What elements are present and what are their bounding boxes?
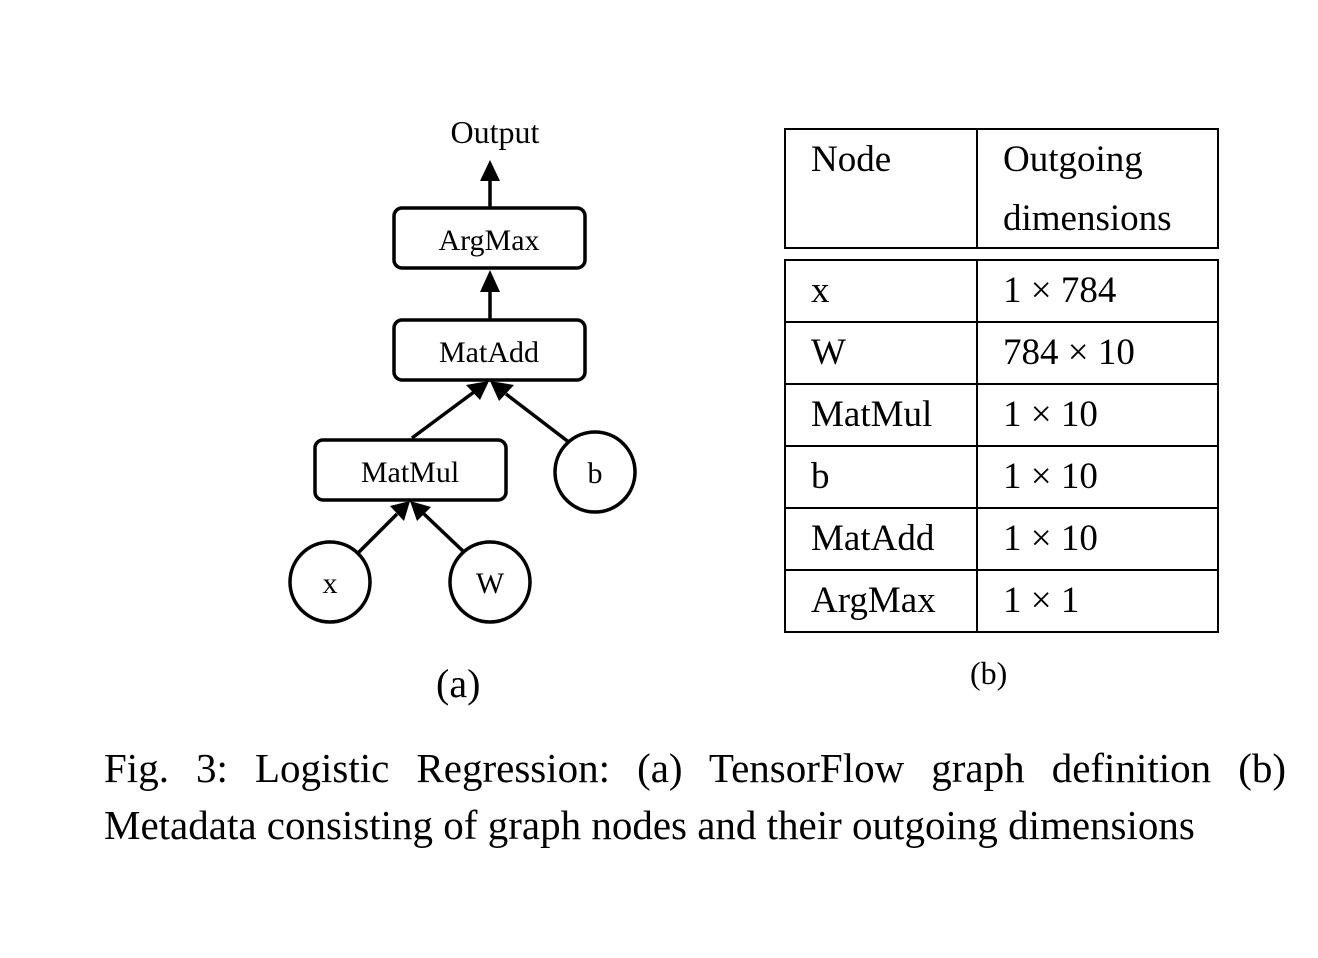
node-w: W <box>448 540 532 624</box>
table-row: x 1 × 784 <box>784 261 1219 323</box>
node-argmax: ArgMax <box>392 206 587 270</box>
cell-node: MatAdd <box>786 509 978 569</box>
header-dimensions: Outgoing dimensions <box>978 130 1217 247</box>
cell-node: x <box>786 261 978 321</box>
header-dimensions-line2: dimensions <box>1003 198 1172 239</box>
node-argmax-label: ArgMax <box>438 224 539 257</box>
node-matmul-box <box>313 438 508 502</box>
figure-caption: Fig. 3: Logistic Regression: (a) TensorF… <box>104 745 1286 848</box>
table-row: MatAdd 1 × 10 <box>784 509 1219 571</box>
table-body: x 1 × 784 W 784 × 10 MatMul 1 × 10 b 1 ×… <box>784 259 1219 633</box>
arrowhead-matmul-left <box>390 501 410 521</box>
subfigure-label-a: (a) <box>436 661 481 706</box>
table-row: W 784 × 10 <box>784 323 1219 385</box>
node-matadd: MatAdd <box>392 318 587 382</box>
header-dimensions-line1: Outgoing <box>1003 139 1143 180</box>
node-x: x <box>288 540 372 624</box>
node-matadd-label: MatAdd <box>439 336 539 369</box>
tensorflow-graph-diagram: Output ArgMax MatAdd MatMul b x W <box>288 114 637 624</box>
header-node: Node <box>786 130 978 247</box>
node-b: b <box>553 430 637 514</box>
table-row: MatMul 1 × 10 <box>784 385 1219 447</box>
edge-b-matadd <box>504 392 572 445</box>
cell-node: b <box>786 447 978 507</box>
cell-dims: 784 × 10 <box>1003 332 1135 373</box>
node-x-circle <box>288 540 372 624</box>
node-matadd-box <box>392 318 587 382</box>
cell-node: W <box>786 323 978 383</box>
arrowhead-argmax <box>480 270 500 292</box>
node-b-label: b <box>588 457 603 490</box>
edge-x-matmul <box>356 512 399 555</box>
cell-dims: 1 × 1 <box>1003 580 1080 621</box>
cell-dims: 1 × 10 <box>1003 518 1098 559</box>
cell-node: MatMul <box>786 385 978 445</box>
arrowhead-output <box>480 160 500 181</box>
table-header-row: Node Outgoing dimensions <box>784 128 1219 249</box>
cell-node: ArgMax <box>786 571 978 631</box>
arrowhead-matmul-right <box>410 501 431 521</box>
arrowhead-matadd-right <box>490 381 514 401</box>
node-x-label: x <box>323 567 338 600</box>
arrowhead-matadd-left <box>466 381 489 400</box>
node-w-circle <box>448 540 532 624</box>
subfigure-label-b: (b) <box>970 655 1008 691</box>
table-row: ArgMax 1 × 1 <box>784 571 1219 633</box>
node-matmul-label: MatMul <box>361 456 459 489</box>
cell-dims: 1 × 784 <box>1003 270 1117 311</box>
node-matmul: MatMul <box>313 438 508 502</box>
table-row: b 1 × 10 <box>784 447 1219 509</box>
node-argmax-box <box>392 206 587 270</box>
edge-w-matmul <box>422 512 466 554</box>
node-w-label: W <box>476 567 505 600</box>
cell-dims: 1 × 10 <box>1003 456 1098 497</box>
cell-dims: 1 × 10 <box>1003 394 1098 435</box>
node-b-circle <box>553 430 637 514</box>
metadata-table: Node Outgoing dimensions x 1 × 784 W 784… <box>784 128 1219 633</box>
output-label: Output <box>451 114 540 150</box>
edge-matmul-matadd <box>410 390 476 440</box>
graph-edges <box>356 160 572 555</box>
